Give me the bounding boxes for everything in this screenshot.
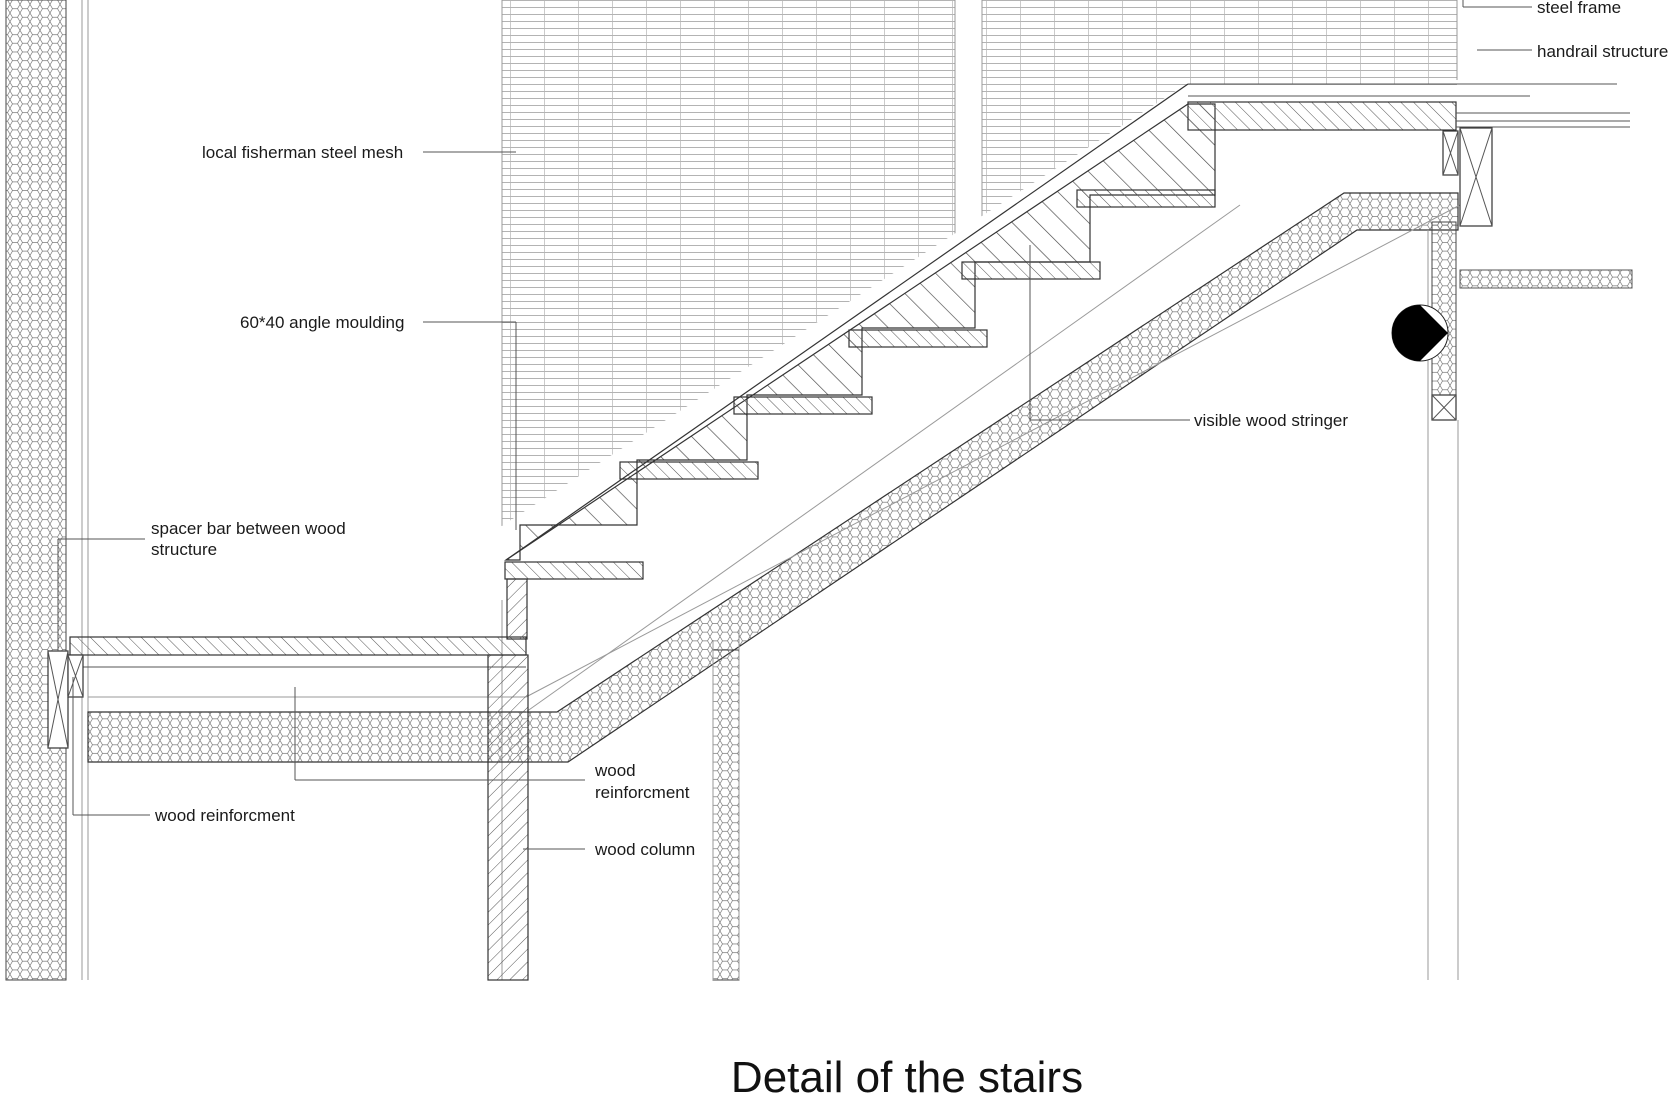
landing-slab [69, 578, 528, 668]
label-wood-column: wood column [594, 840, 695, 859]
label-visible-stringer: visible wood stringer [1194, 411, 1348, 430]
right-post [1391, 127, 1633, 980]
leader-lines [57, 0, 1532, 850]
label-spacer-bar-line2: structure [151, 540, 217, 559]
wood-stringer [87, 192, 1461, 763]
label-wood-reinforcement-center-line2: reinforcment [595, 783, 690, 802]
steel-mesh [480, 0, 1600, 980]
center-column [712, 630, 740, 981]
drawing-caption: Detail of the stairs [731, 1053, 1083, 1100]
label-angle-moulding: 60*40 angle moulding [240, 313, 404, 332]
spacer-blocks [47, 650, 84, 749]
left-wall [5, 0, 89, 981]
labels: steel frame handrail structure local fis… [151, 0, 1668, 859]
label-wood-reinforcement-left: wood reinforcment [154, 806, 295, 825]
label-spacer-bar-line1: spacer bar between wood [151, 519, 346, 538]
label-fisherman-mesh: local fisherman steel mesh [202, 143, 403, 162]
label-wood-reinforcement-center-line1: wood [594, 761, 636, 780]
label-steel-frame: steel frame [1537, 0, 1621, 17]
label-handrail-structure: handrail structure [1537, 42, 1668, 61]
wood-column [487, 654, 529, 981]
stair-structure [504, 83, 1630, 580]
